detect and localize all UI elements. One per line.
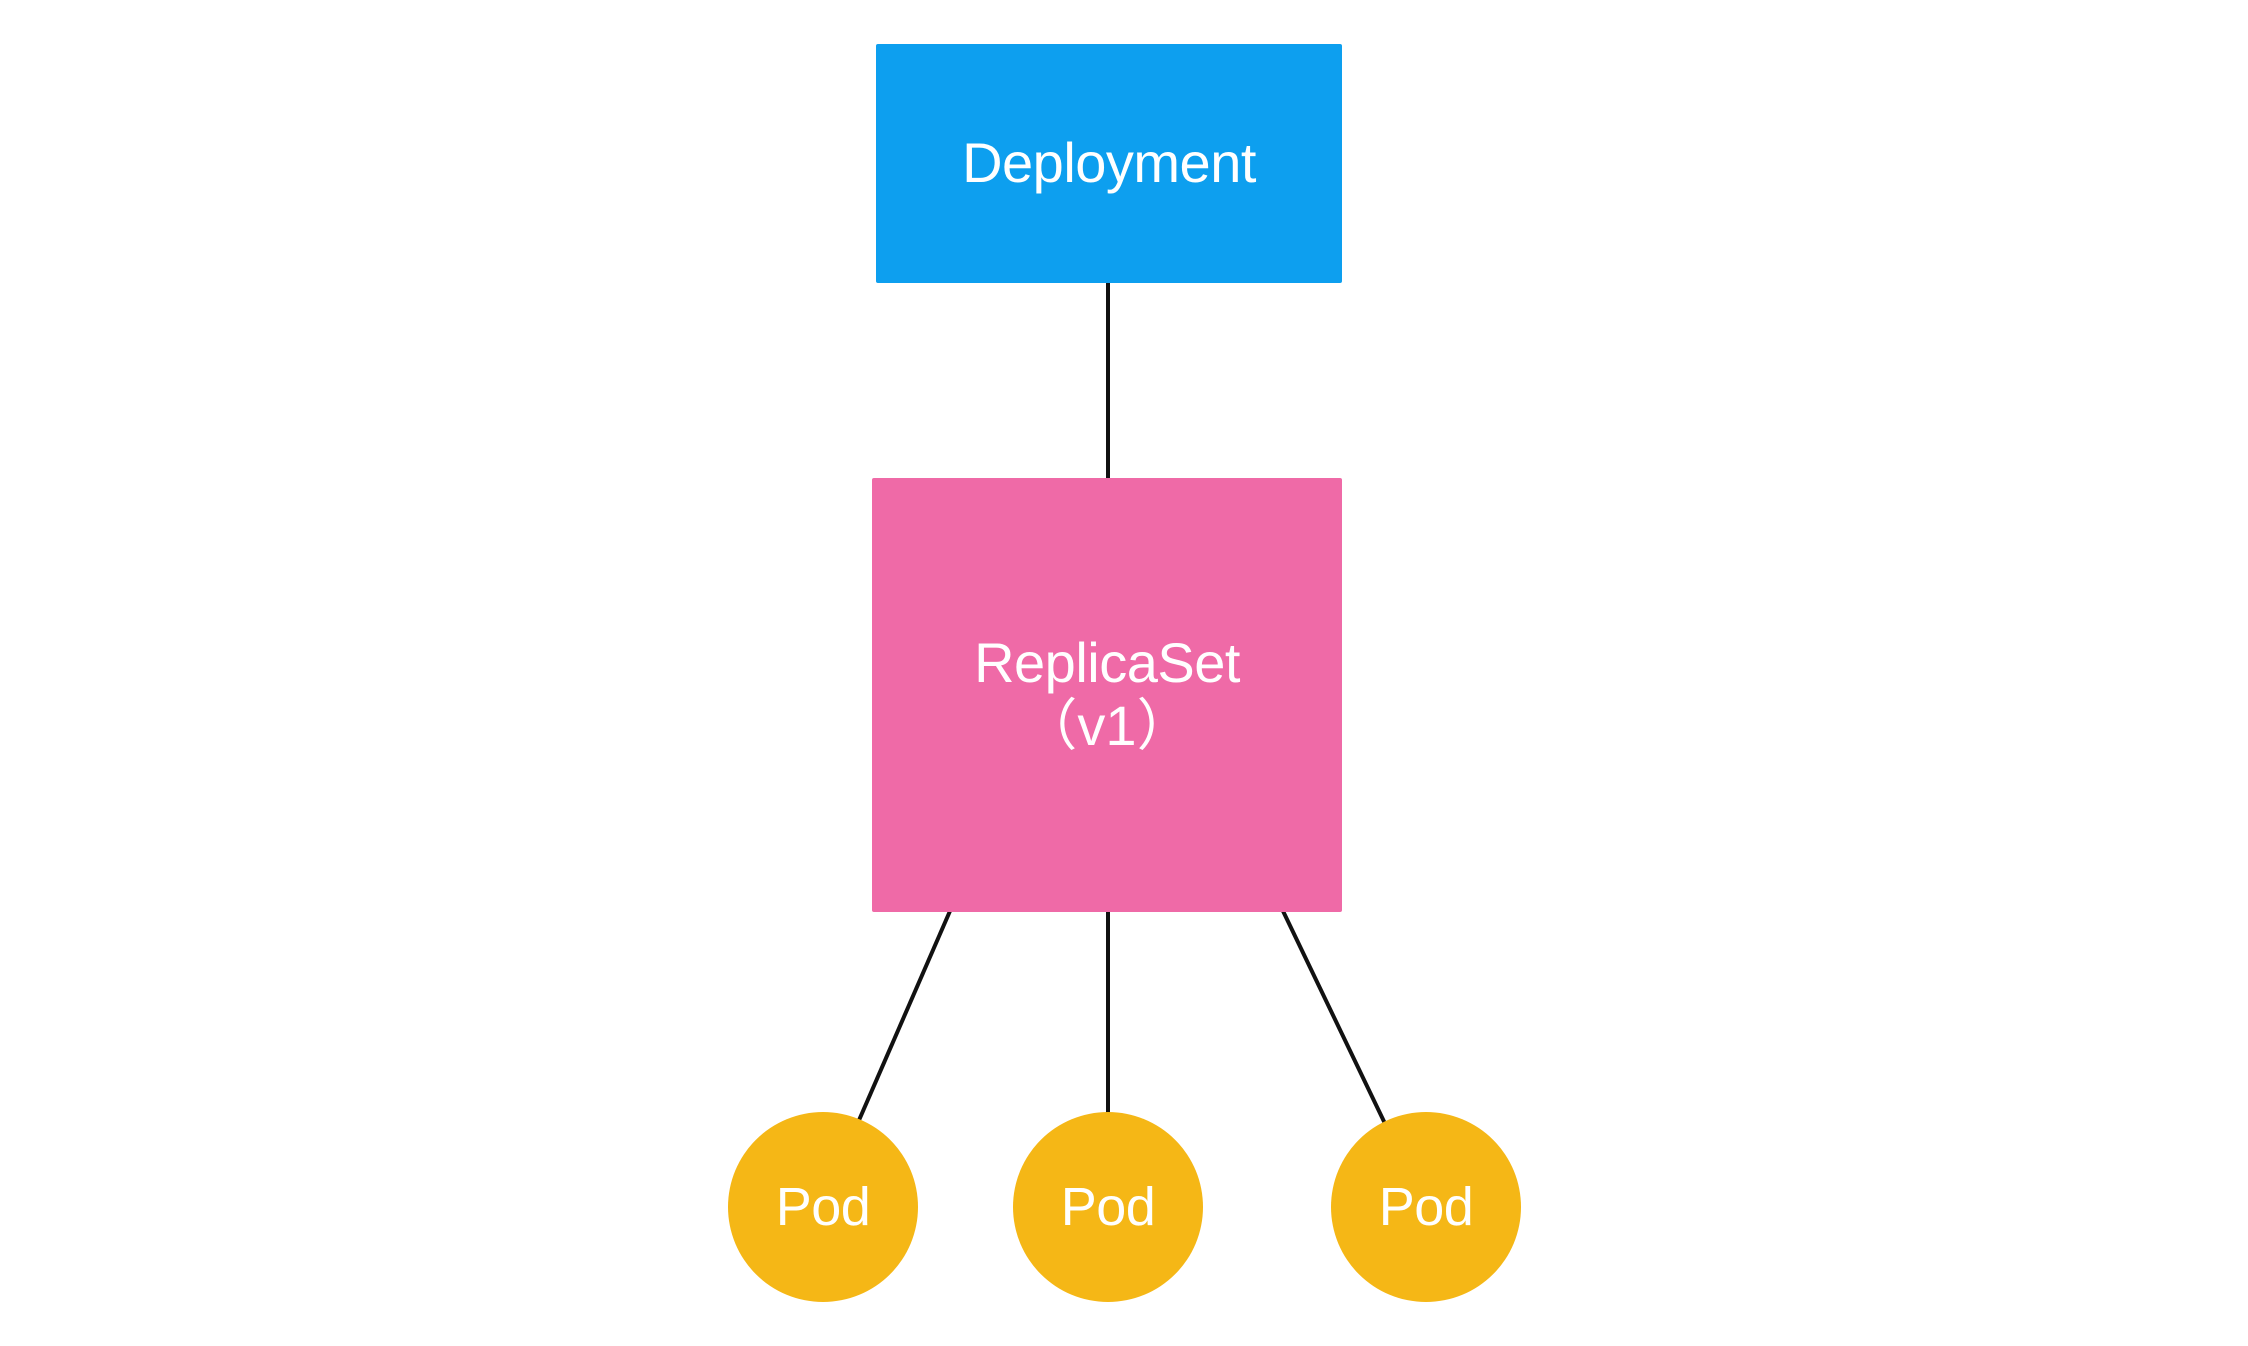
node-pod-2-label: Pod [1060, 1177, 1156, 1237]
node-deployment-label: Deployment [962, 131, 1256, 195]
node-pod-1[interactable]: Pod [728, 1112, 918, 1302]
node-replicaset-version-label: （v1） [1021, 694, 1193, 757]
node-pod-3[interactable]: Pod [1331, 1112, 1521, 1302]
node-pod-1-label: Pod [775, 1177, 871, 1237]
node-pod-3-label: Pod [1378, 1177, 1474, 1237]
node-deployment[interactable]: Deployment [876, 44, 1342, 283]
node-replicaset-label: ReplicaSet [974, 631, 1240, 695]
node-replicaset[interactable]: ReplicaSet （v1） [872, 478, 1342, 912]
edge-replicaset-to-pod-1 [851, 910, 952, 1135]
edge-replicaset-to-pod-3 [1281, 910, 1392, 1135]
node-pod-2[interactable]: Pod [1013, 1112, 1203, 1302]
